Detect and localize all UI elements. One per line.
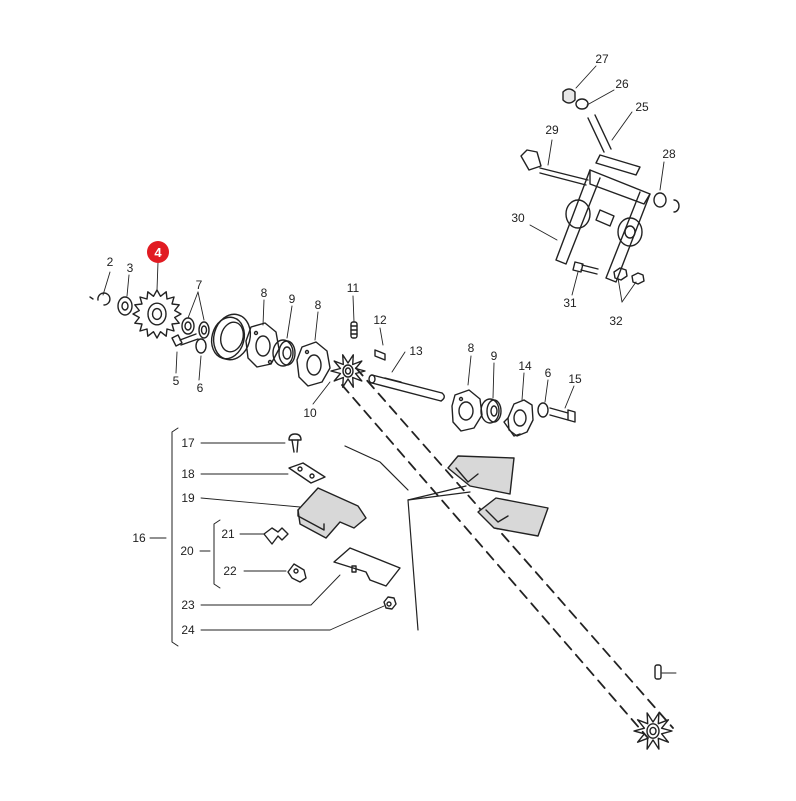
label-part-8-right: 8 — [467, 341, 475, 355]
part-28-washer — [654, 193, 666, 207]
label-part-29: 29 — [545, 123, 559, 137]
chain-scraper-lower — [478, 498, 548, 536]
part-8-flange-right — [452, 390, 482, 431]
lower-star-sprocket — [634, 713, 672, 749]
label-part-18: 18 — [181, 467, 195, 481]
part-17-screw — [289, 434, 301, 452]
label-part-20: 20 — [180, 544, 194, 558]
label-part-9-right: 9 — [490, 349, 498, 363]
label-part-16: 16 — [132, 531, 146, 545]
label-part-6-right: 6 — [544, 366, 552, 380]
part-26-washer — [576, 99, 588, 109]
label-part-22: 22 — [223, 564, 237, 578]
label-part-12: 12 — [373, 313, 387, 327]
part-32-nuts — [614, 268, 644, 284]
label-part-5: 5 — [172, 374, 180, 388]
label-part-28: 28 — [662, 147, 676, 161]
part-13-shaft — [369, 375, 444, 401]
part-5-bolt — [172, 334, 198, 346]
part-30-frame — [556, 170, 650, 282]
part-12-key — [375, 350, 385, 360]
label-part-2: 2 — [106, 255, 114, 269]
leader-lines — [103, 66, 664, 630]
label-part-14: 14 — [518, 359, 532, 373]
label-part-32: 32 — [609, 314, 623, 328]
part-2-circlip — [90, 293, 110, 305]
label-part-24: 24 — [181, 623, 195, 637]
label-part-23: 23 — [181, 598, 195, 612]
label-part-26: 26 — [615, 77, 629, 91]
part-15-bolt — [550, 408, 575, 422]
label-part-7: 7 — [195, 278, 203, 292]
part-29-tension-bolt — [521, 150, 588, 185]
chain-dashed — [342, 368, 673, 738]
part-3-washer — [118, 297, 132, 315]
seal-ring — [207, 310, 255, 364]
part-10-star-sprocket — [331, 355, 365, 387]
label-part-27: 27 — [595, 52, 609, 66]
part-24-nut — [384, 597, 396, 609]
chain-scraper-upper — [448, 456, 514, 494]
label-part-21: 21 — [221, 527, 235, 541]
part-21-chain-link — [264, 528, 288, 544]
part-6-washer — [196, 339, 206, 353]
label-part-25: 25 — [635, 100, 649, 114]
part-7-bushes — [182, 318, 209, 338]
part-11-pin — [351, 322, 357, 338]
label-part-8: 8 — [260, 286, 268, 300]
label-part-4-highlighted[interactable]: 4 — [147, 241, 169, 263]
label-part-17: 17 — [181, 436, 195, 450]
label-part-13: 13 — [409, 344, 423, 358]
part-4-sprocket — [133, 290, 181, 338]
label-part-9: 9 — [288, 292, 296, 306]
part-25-threaded-rod — [588, 115, 640, 175]
part-18-clamp-plate — [289, 463, 325, 483]
group-bracket-16 — [150, 428, 220, 646]
part-27-nut — [563, 89, 575, 103]
part-9-bearing-right — [481, 399, 501, 423]
part-31-bolt — [573, 262, 598, 274]
label-part-10: 10 — [303, 406, 317, 420]
part-8-flange-left — [246, 323, 279, 367]
part-9-bearing-left — [273, 340, 295, 366]
label-part-6: 6 — [196, 381, 204, 395]
label-part-11: 11 — [346, 281, 360, 295]
chain-bracket — [345, 446, 470, 630]
part-23-plate — [334, 548, 400, 586]
label-part-19: 19 — [181, 491, 195, 505]
label-part-31: 31 — [563, 296, 577, 310]
part-14-bearing-housing — [504, 400, 533, 436]
part-22-chain-link — [288, 564, 306, 582]
part-19-scraper-block — [298, 488, 366, 538]
part-8-flange-middle — [297, 342, 330, 386]
label-part-3: 3 — [126, 261, 134, 275]
part-6-washer-right — [538, 403, 548, 417]
label-part-30: 30 — [511, 211, 525, 225]
label-part-8-middle: 8 — [314, 298, 322, 312]
lower-pin — [655, 665, 676, 679]
part-28-washer-edge — [674, 200, 679, 212]
label-part-15: 15 — [568, 372, 582, 386]
